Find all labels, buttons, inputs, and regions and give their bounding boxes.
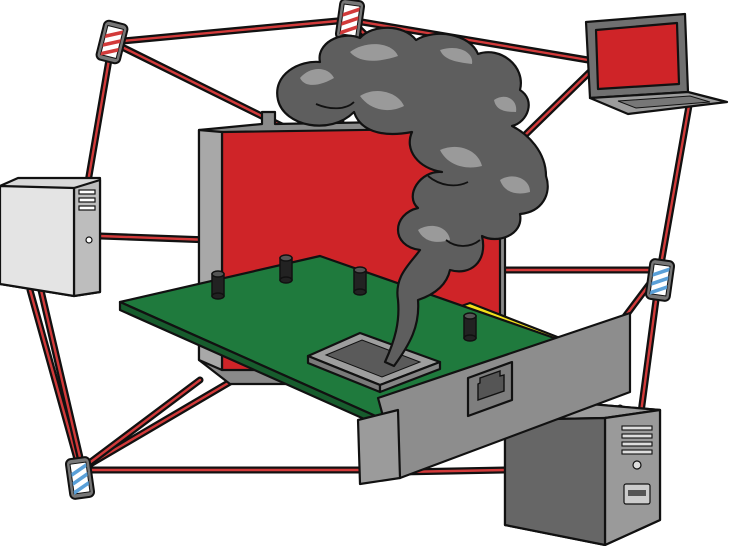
phone-icon	[644, 258, 676, 302]
cable-segment	[36, 282, 86, 470]
cable-segment	[516, 58, 604, 144]
capacitor	[463, 312, 477, 342]
cable-segment	[96, 232, 214, 244]
cable-segment	[26, 286, 84, 474]
cable-segment	[108, 16, 352, 46]
cable-segment	[76, 376, 204, 474]
capacitor	[353, 266, 367, 296]
desktop-tower-icon	[0, 176, 102, 298]
laptop-icon	[584, 12, 729, 116]
desktop-tower-icon	[503, 402, 662, 546]
cable-segment	[656, 96, 694, 274]
capacitor	[279, 254, 293, 284]
phone-icon	[64, 456, 96, 500]
phone-icon	[95, 19, 129, 65]
smoke-cloud-icon	[276, 26, 549, 368]
network-card-icon	[118, 254, 632, 486]
cable-segment	[84, 38, 116, 186]
capacitor	[211, 270, 225, 300]
phone-icon	[334, 0, 366, 42]
